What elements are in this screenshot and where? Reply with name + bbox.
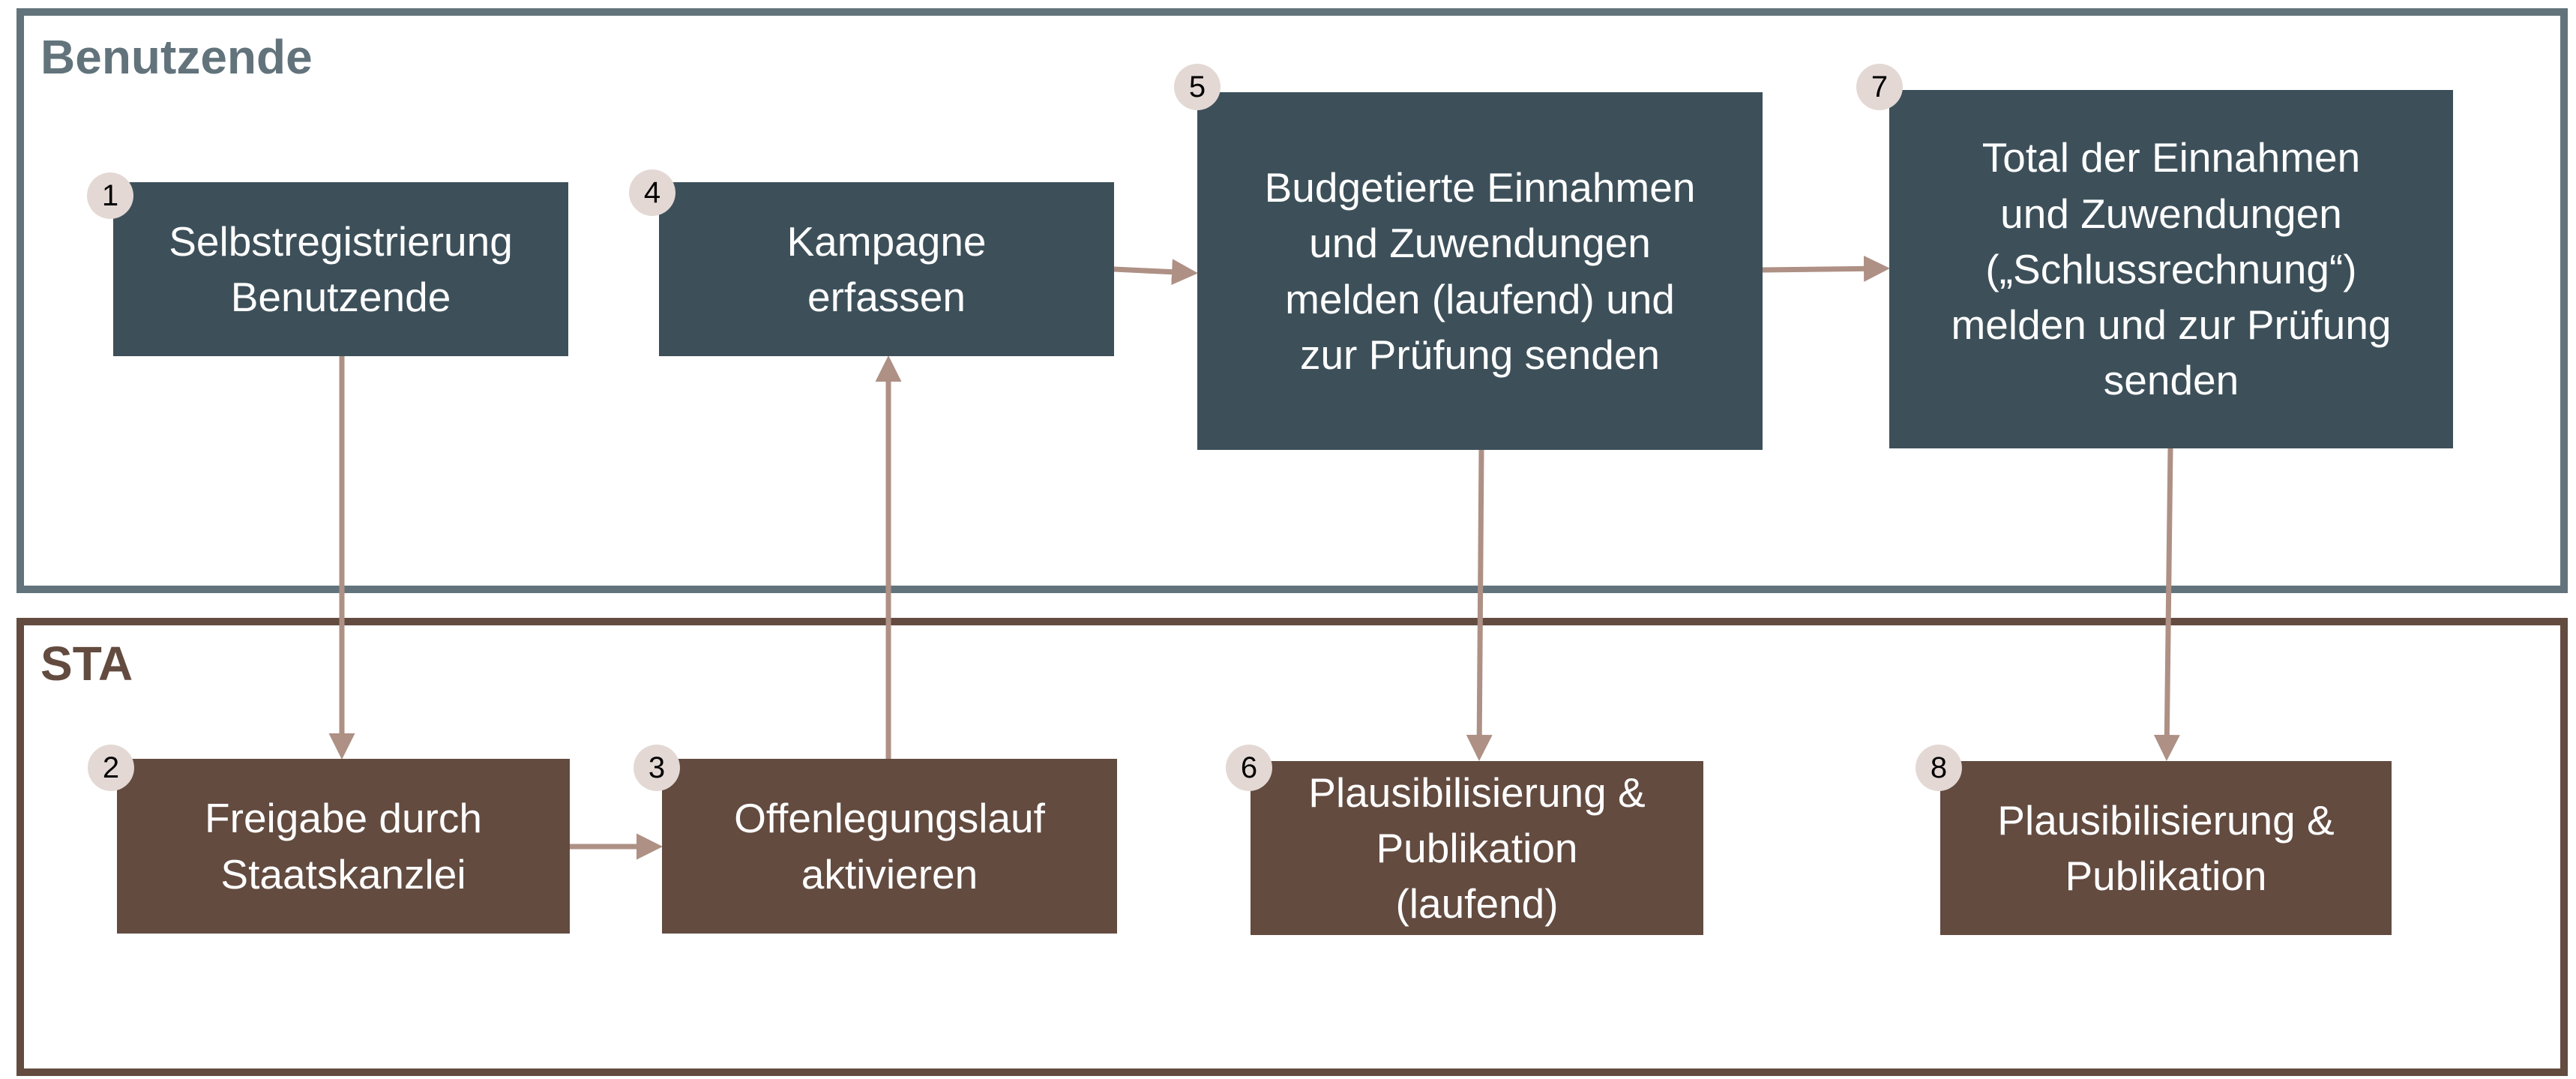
step-4-box: Kampagne erfassen xyxy=(659,182,1114,356)
arrow-5-to-6 xyxy=(1466,449,1493,761)
lane-sta: STA xyxy=(16,618,2568,1076)
step-8-box: Plausibilisierung & Publikation xyxy=(1940,761,2392,935)
lane-title-benutzende: Benutzende xyxy=(40,30,313,84)
step-3-box: Offenlegungslauf aktivieren xyxy=(662,759,1117,934)
step-5-badge: 5 xyxy=(1174,64,1221,110)
step-4-badge: 4 xyxy=(629,169,675,216)
step-7-box: Total der Einnahmen und Zuwendungen („Sc… xyxy=(1889,90,2453,448)
step-1-box: Selbstregistrierung Benutzende xyxy=(113,182,568,356)
step-7-badge: 7 xyxy=(1856,64,1903,110)
step-3-badge: 3 xyxy=(634,745,680,791)
step-8-badge: 8 xyxy=(1916,745,1962,791)
lane-title-sta: STA xyxy=(40,637,133,691)
step-2-box: Freigabe durch Staatskanzlei xyxy=(117,759,570,934)
arrow-7-to-8 xyxy=(2153,448,2180,761)
step-1-badge: 1 xyxy=(87,172,133,219)
lane-benutzende: Benutzende xyxy=(16,8,2568,593)
step-2-badge: 2 xyxy=(88,745,134,791)
step-6-badge: 6 xyxy=(1226,745,1272,791)
step-6-box: Plausibilisierung & Publikation (laufend… xyxy=(1251,761,1703,935)
step-5-box: Budgetierte Einnahmen und Zuwendungen me… xyxy=(1197,92,1763,450)
arrow-5-to-7 xyxy=(1762,255,1890,282)
arrow-4-to-5 xyxy=(1113,259,1198,286)
